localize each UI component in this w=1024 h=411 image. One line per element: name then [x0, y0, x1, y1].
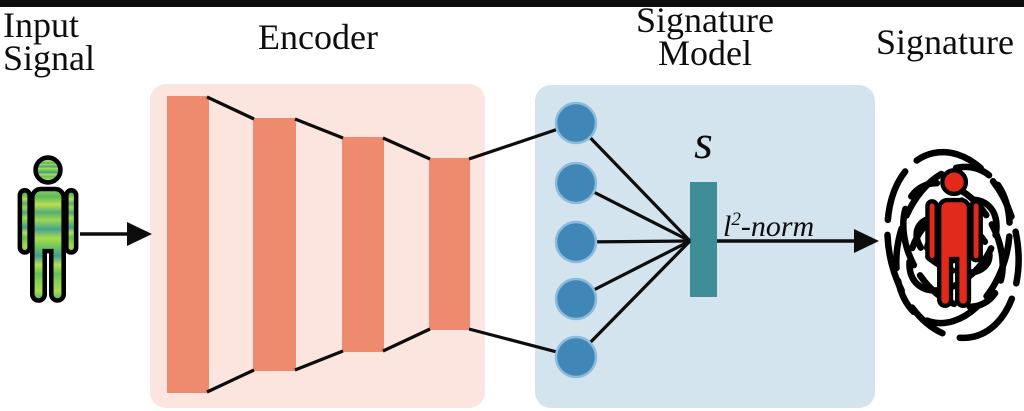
encoder-layer-bar-2	[253, 118, 296, 371]
fingerprint-icon	[884, 148, 1022, 342]
person-body	[30, 186, 66, 303]
identity-person-icon	[925, 168, 983, 308]
person-right-arm	[64, 187, 79, 255]
embedding-symbol-label: s	[694, 116, 713, 169]
person-body	[937, 197, 972, 308]
norm-rest: -norm	[740, 210, 815, 243]
person-left-arm	[925, 199, 939, 263]
person-right-arm	[969, 199, 983, 263]
norm-superscript: 2	[731, 209, 741, 230]
fingerprint-ridge	[884, 148, 1022, 342]
input-arrow	[80, 222, 152, 246]
signature-model-line2: Model	[658, 33, 752, 73]
top-rule-divider	[0, 0, 1024, 7]
encoder-layer-bar-1	[167, 96, 209, 393]
fingerprint-ridge	[900, 179, 1006, 311]
arrowhead-icon	[127, 222, 152, 246]
person-left-arm	[17, 187, 32, 255]
input-person-icon	[17, 155, 79, 303]
person-head	[940, 168, 969, 197]
l2-norm-label: l2-norm	[723, 204, 814, 243]
signature-model-line1: Signature	[636, 0, 774, 40]
encoder-heading: Encoder	[258, 17, 378, 57]
signature-heading: Signature	[876, 22, 1014, 62]
embedding-vector-bar	[690, 182, 717, 297]
norm-base: l	[723, 210, 732, 243]
person-head	[33, 155, 63, 185]
encoder-layer-bar-3	[342, 137, 384, 352]
encoder-layer-bar-4	[429, 158, 470, 330]
input-signal-line2: Signal	[3, 38, 96, 78]
input-signal-line1: Input	[3, 5, 79, 45]
